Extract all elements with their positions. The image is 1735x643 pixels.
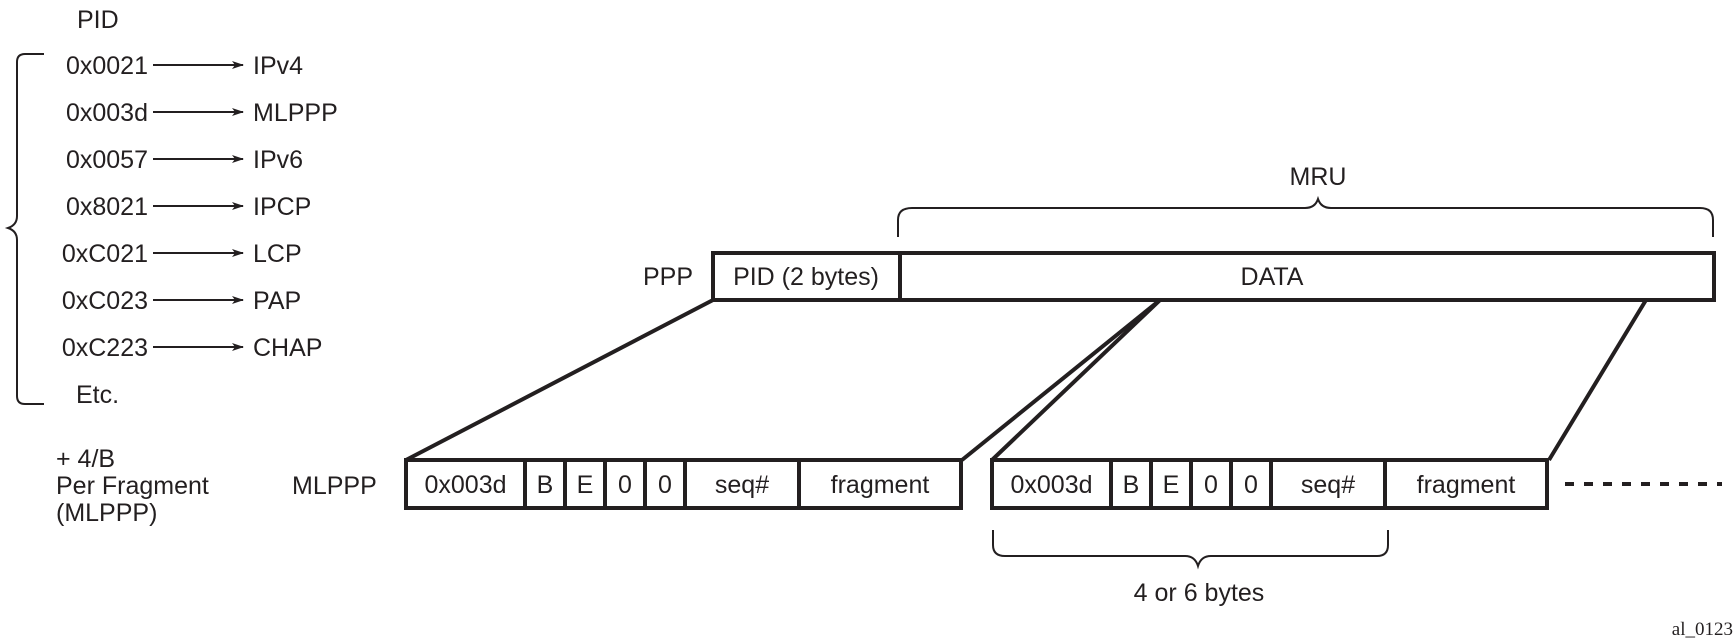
pid-protocol: LCP [253, 240, 302, 268]
seq-field: seq# [715, 471, 769, 499]
pid-protocol: PAP [253, 287, 301, 315]
pid-code: 0x003d [66, 99, 148, 127]
ppp-label: PPP [643, 263, 693, 291]
pid-etc: Etc. [76, 381, 119, 409]
pid-field: 0x003d [424, 471, 506, 499]
connector-line [990, 298, 1162, 462]
pid-protocol: IPCP [253, 193, 311, 221]
pid-protocol: IPv4 [253, 52, 303, 80]
pid-row: 0xC223 CHAP [62, 334, 323, 362]
header-size-brace [992, 530, 1389, 570]
fragment-field: fragment [831, 471, 930, 499]
pid-list: 0x0021 IPv4 0x003d MLPPP 0x0057 IPv6 0x8021 IPC… [62, 52, 338, 362]
pid-row: 0x003d MLPPP [66, 99, 338, 127]
pid-brace [4, 53, 44, 405]
pid-code: 0x0021 [66, 52, 148, 80]
mru-brace [897, 195, 1714, 237]
overhead-note-line3: (MLPPP) [56, 499, 157, 527]
pid-row: 0x0021 IPv4 [66, 52, 303, 80]
header-size-label: 4 or 6 bytes [1134, 579, 1265, 607]
zero-field: 0 [1244, 471, 1258, 499]
b-bit-field: B [537, 471, 554, 499]
fragment-field: fragment [1417, 471, 1516, 499]
pid-row: 0x8021 IPCP [66, 193, 311, 221]
e-bit-field: E [1163, 471, 1180, 499]
ppp-data-field: DATA [1241, 263, 1304, 291]
pid-code: 0x0057 [66, 146, 148, 174]
connector-line [405, 298, 714, 462]
pid-code: 0xC023 [62, 287, 148, 315]
zero-field: 0 [658, 471, 672, 499]
pid-protocol: IPv6 [253, 146, 303, 174]
overhead-note-line2: Per Fragment [56, 472, 209, 500]
figure-id: al_0123 [1672, 619, 1733, 640]
connector-line [1547, 298, 1648, 462]
zero-field: 0 [1204, 471, 1218, 499]
pid-row: 0xC023 PAP [62, 287, 301, 315]
fragmentation-lines [405, 298, 1648, 462]
pid-code: 0x8021 [66, 193, 148, 221]
mlppp-label: MLPPP [292, 472, 377, 500]
pid-header: PID [77, 6, 119, 34]
e-bit-field: E [577, 471, 594, 499]
pid-field: 0x003d [1010, 471, 1092, 499]
pid-code: 0xC021 [62, 240, 148, 268]
b-bit-field: B [1123, 471, 1140, 499]
ppp-pid-field: PID (2 bytes) [733, 263, 879, 291]
mru-label: MRU [1290, 163, 1347, 191]
pid-row: 0x0057 IPv6 [66, 146, 303, 174]
ppp-frame: PID (2 bytes) DATA [711, 251, 1716, 302]
connector-line [960, 298, 1162, 462]
pid-code: 0xC223 [62, 334, 148, 362]
pid-protocol: CHAP [253, 334, 322, 362]
overhead-note-line1: + 4/B [56, 445, 115, 473]
pid-row: 0xC021 LCP [62, 240, 302, 268]
seq-field: seq# [1301, 471, 1355, 499]
pid-protocol: MLPPP [253, 99, 338, 127]
zero-field: 0 [618, 471, 632, 499]
